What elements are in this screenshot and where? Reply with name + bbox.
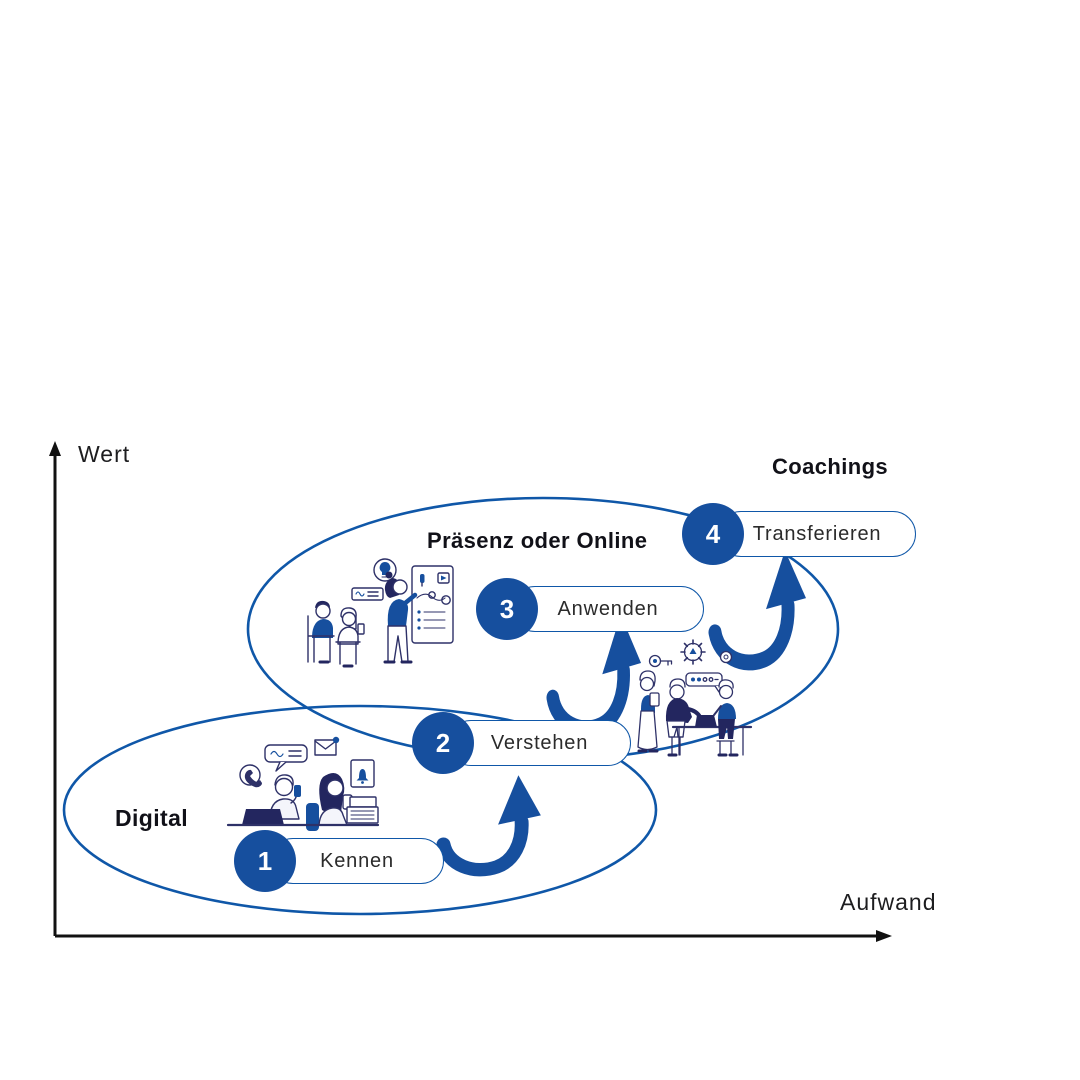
- step-4-number-badge: 4: [682, 503, 744, 565]
- value-effort-axes: [49, 441, 892, 942]
- step-3-label: Anwenden: [557, 597, 659, 620]
- step-2-pill: Verstehen: [448, 720, 631, 766]
- coaching-scene-illustration: [637, 639, 753, 757]
- y-axis-label: Wert: [78, 441, 131, 467]
- presentation-scene-illustration: [307, 558, 454, 668]
- zone-label-digital: Digital: [115, 805, 189, 831]
- step-1-number-badge: 1: [234, 830, 296, 892]
- step-3-number-badge: 3: [476, 578, 538, 640]
- x-axis-label: Aufwand: [840, 889, 937, 915]
- mail-icon: [314, 739, 337, 756]
- step-2-number-badge: 2: [412, 712, 474, 774]
- x-axis-arrowhead-icon: [876, 930, 892, 942]
- step-4-label: Transferieren: [752, 522, 882, 545]
- step-3-pill: Anwenden: [512, 586, 704, 632]
- y-axis-arrowhead-icon: [49, 441, 61, 456]
- step-2-label: Verstehen: [490, 731, 589, 754]
- zone-label-coachings: Coachings: [772, 454, 889, 479]
- digital-zone-ellipse: [62, 704, 658, 916]
- step-1-label: Kennen: [320, 849, 394, 872]
- step-1-pill: Kennen: [270, 838, 444, 884]
- step-4-pill: Transferieren: [718, 511, 916, 557]
- agenda-banner-icon: [351, 587, 384, 601]
- coin-icon: [719, 650, 733, 664]
- digital-scene-illustration: [226, 736, 380, 831]
- arrow-step1-to-step2-icon: [443, 775, 540, 870]
- zone-label-praesenz-oder-online: Präsenz oder Online: [427, 528, 648, 553]
- chat-dots-icon: [685, 672, 723, 687]
